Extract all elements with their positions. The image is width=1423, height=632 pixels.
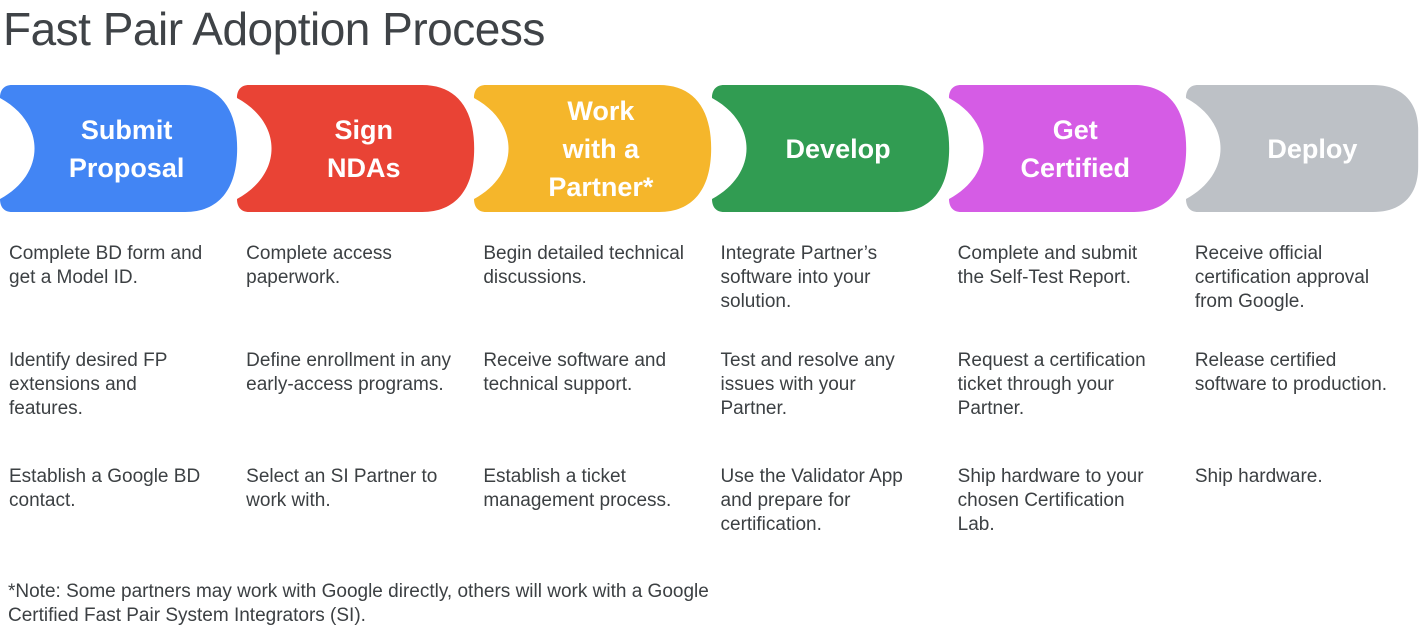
stage-rounded-shape [1185, 85, 1418, 212]
stage-step: Select an SI Partner to work with. [246, 466, 438, 511]
stage-shape-fill [474, 85, 712, 212]
stage-pill-get-certified: Get Certified [948, 85, 1186, 212]
stage-step: Establish a Google BD contact. [9, 466, 201, 511]
stage-shape-fill [948, 85, 1186, 212]
stage-arrow-shape [237, 85, 475, 212]
stage-step: Ship hardware to your chosen Certificati… [957, 466, 1144, 535]
stage-steps-grid: Complete BD form and get a Model ID. Ide… [0, 242, 1423, 537]
stage-step: Complete access paperwork. [246, 243, 392, 288]
stage-label: Submit Proposal [68, 114, 185, 183]
stage-arrow-shape [0, 85, 238, 212]
stage-label: Develop [785, 133, 891, 164]
stage-shape-fill [1185, 85, 1418, 212]
stage-pill-work-with-partner: Work with a Partner* [474, 85, 712, 212]
stage-step: Ship hardware. [1194, 466, 1323, 487]
stage-step: Release certified software to production… [1194, 350, 1388, 395]
stage-pill-deploy: Deploy [1185, 85, 1423, 212]
stage-label: Get Certified [1020, 114, 1130, 183]
stage-shape-fill [711, 85, 949, 212]
stage-arrow-shape [474, 85, 712, 212]
stage-step: Receive official certification approval … [1194, 243, 1370, 312]
stage-step: Begin detailed technical discussions. [483, 243, 685, 288]
process-stage-row: Submit Proposal Sign NDAs Work with a Pa… [0, 85, 1423, 212]
stage-pill-sign-ndas: Sign NDAs [237, 85, 475, 212]
stage-label: Deploy [1267, 133, 1358, 164]
stage-step: Request a certification ticket through y… [957, 350, 1146, 419]
stage-step: Complete and submit the Self-Test Report… [957, 243, 1138, 288]
stage-step: Complete BD form and get a Model ID. [9, 243, 203, 288]
stage-step: Establish a ticket management process. [483, 466, 672, 511]
stage-step: Receive software and technical support. [483, 350, 667, 395]
stage-pill-submit-proposal: Submit Proposal [0, 85, 238, 212]
stage-step: Integrate Partner’s software into your s… [720, 243, 878, 312]
stage-arrow-shape [711, 85, 949, 212]
stage-step: Define enrollment in any early-access pr… [246, 350, 452, 395]
stage-step: Use the Validator App and prepare for ce… [720, 466, 903, 535]
stage-shape-fill [237, 85, 475, 212]
stage-step: Test and resolve any issues with your Pa… [720, 350, 895, 419]
stage-label: Sign NDAs [326, 114, 401, 183]
stage-shape-fill [0, 85, 238, 212]
stage-step: Identify desired FP extensions and featu… [9, 350, 168, 419]
stage-label: Work with a Partner* [548, 95, 654, 202]
stage-arrow-shape [948, 85, 1186, 212]
stage-pill-develop: Develop [711, 85, 949, 212]
page-title: Fast Pair Adoption Process [3, 3, 545, 55]
footnote: *Note: Some partners may work with Googl… [8, 581, 709, 626]
